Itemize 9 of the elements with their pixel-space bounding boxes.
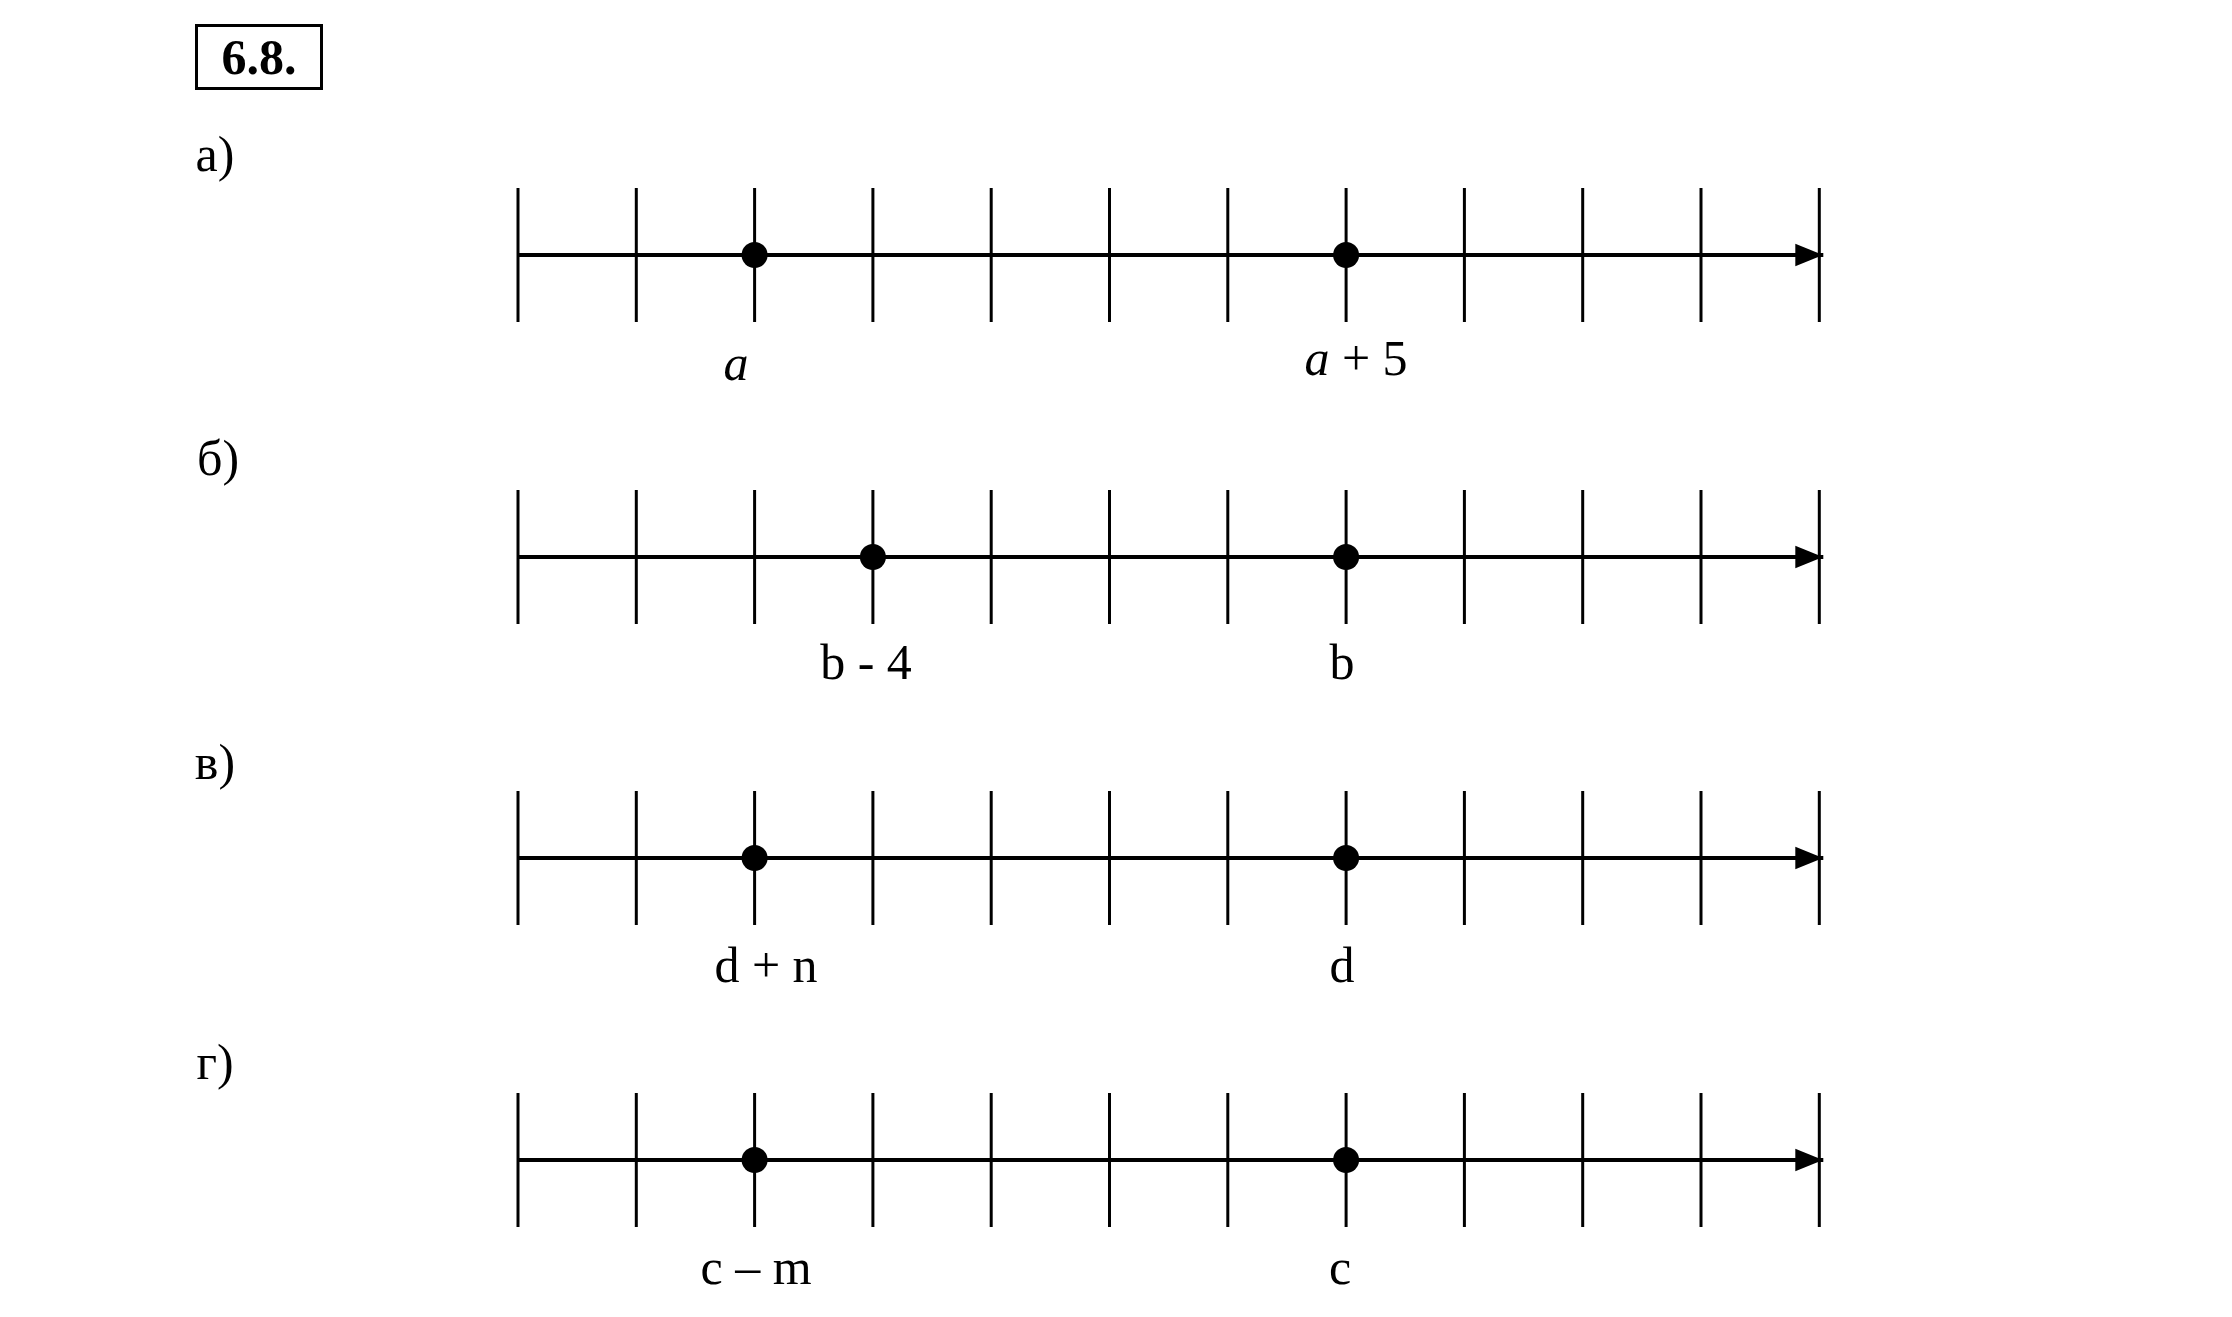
- problem-number: 6.8.: [195, 24, 323, 90]
- point-label: d + n: [714, 940, 818, 990]
- point-label: b: [1329, 637, 1355, 687]
- point-label: d: [1329, 940, 1355, 990]
- point-label: c – m: [700, 1242, 812, 1292]
- point-label: a: [723, 338, 749, 388]
- point-label: b - 4: [820, 637, 912, 687]
- point-label: c: [1328, 1242, 1352, 1292]
- point-label: a + 5: [1304, 333, 1408, 383]
